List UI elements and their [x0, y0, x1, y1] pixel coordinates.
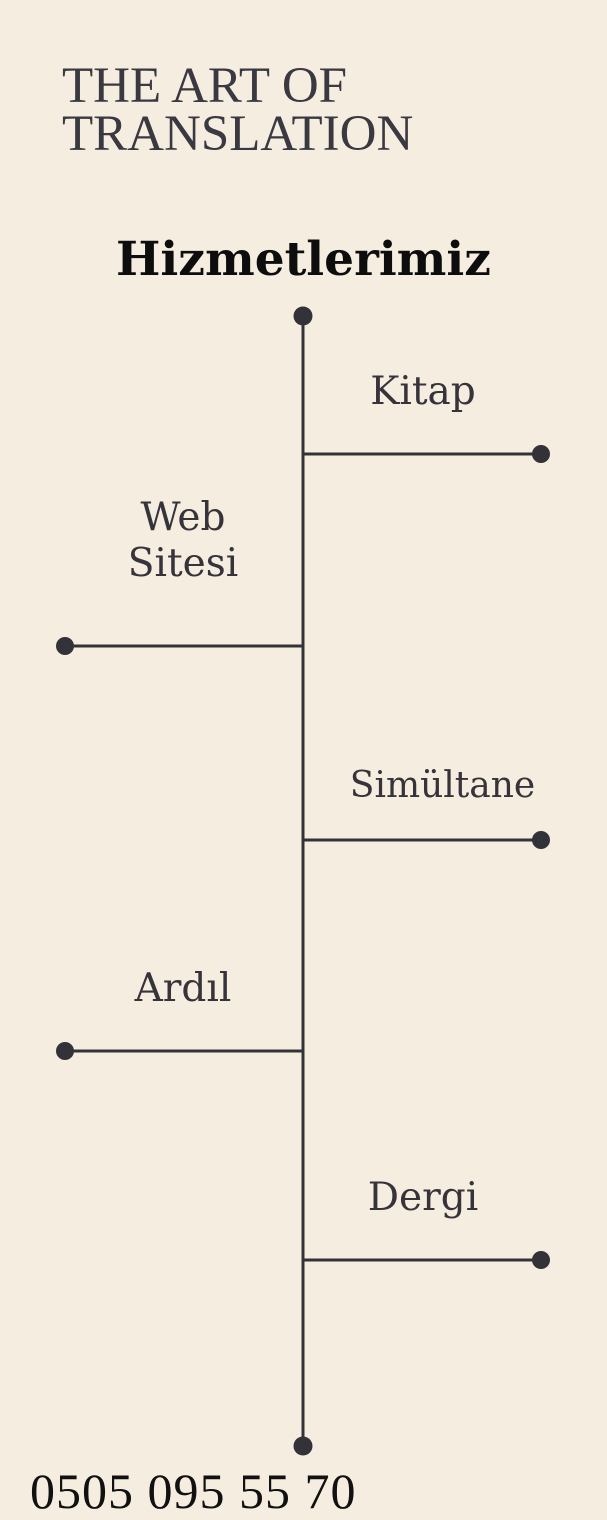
- branch-kitap: [303, 445, 550, 463]
- service-label-simultane: Simültane: [349, 765, 536, 806]
- phone-number: 0505 095 55 70: [30, 1463, 357, 1519]
- brand-title-line2: TRANSLATION: [62, 106, 414, 162]
- branch-ardil-dot: [56, 1042, 74, 1060]
- service-label-web-sitesi: Web Sitesi: [84, 495, 282, 587]
- timeline-start-dot: [293, 306, 313, 326]
- service-label-kitap: Kitap: [370, 369, 476, 414]
- branch-web-sitesi: [56, 637, 303, 655]
- timeline-end-dot: [293, 1436, 313, 1456]
- branch-dergi-dot: [532, 1251, 550, 1269]
- brand-title: THE ART OF TRANSLATION: [62, 58, 542, 162]
- service-label-ardil: Ardıl: [134, 966, 232, 1011]
- section-title: Hizmetlerimiz: [116, 232, 491, 287]
- service-label-dergi: Dergi: [367, 1175, 479, 1220]
- branch-web-sitesi-dot: [56, 637, 74, 655]
- branch-simultane-dot: [532, 831, 550, 849]
- branch-dergi: [303, 1251, 550, 1269]
- branch-ardil: [56, 1042, 303, 1060]
- branch-kitap-dot: [532, 445, 550, 463]
- branch-simultane: [303, 831, 550, 849]
- service-label-web-line1: Web: [140, 495, 226, 540]
- brand-title-line1: THE ART OF: [62, 58, 348, 114]
- service-label-web-line2: Sitesi: [127, 541, 239, 586]
